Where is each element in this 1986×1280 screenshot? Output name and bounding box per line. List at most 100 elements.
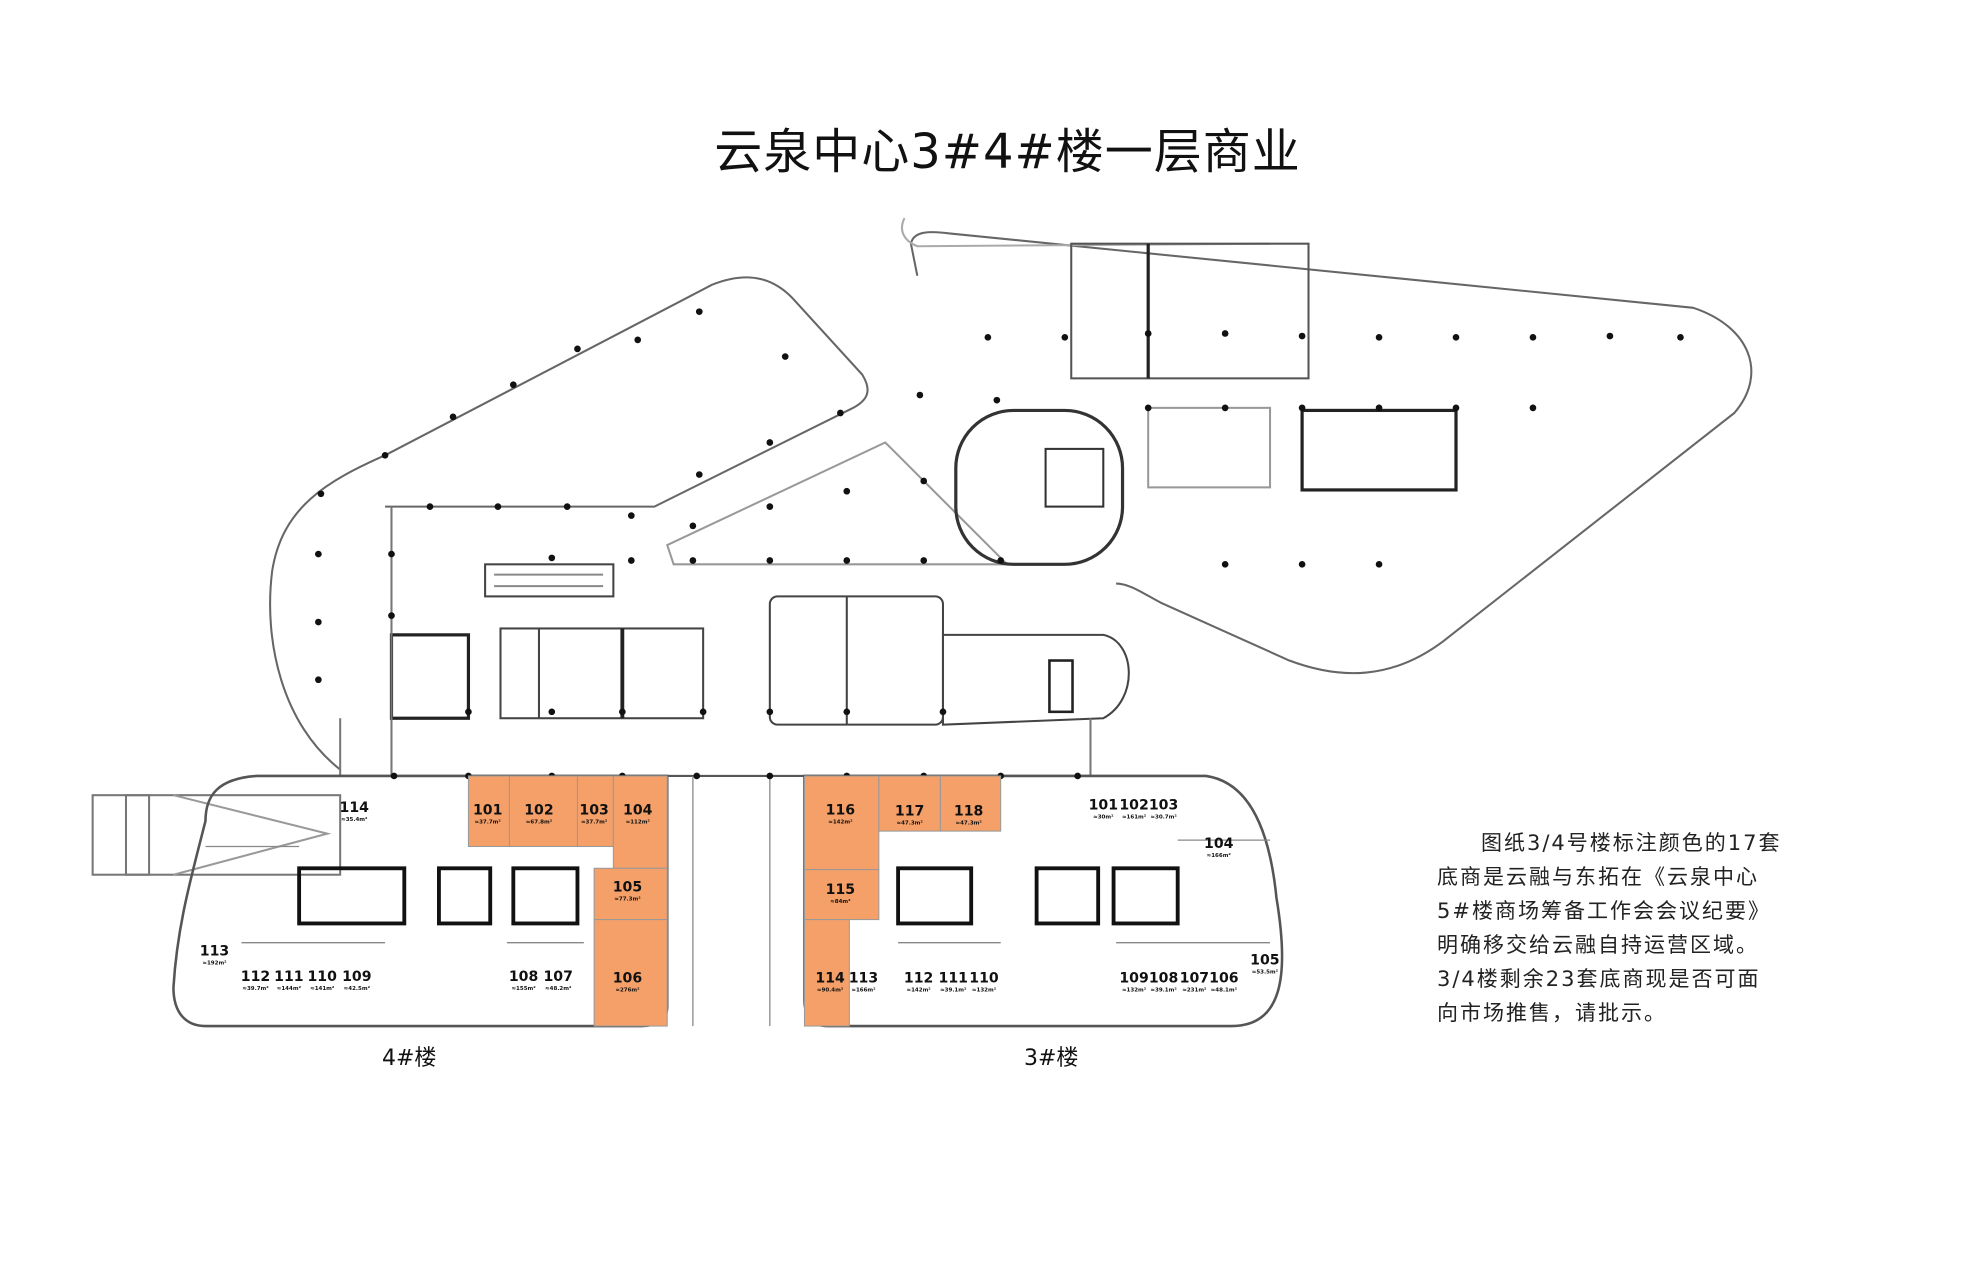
highlighted-unit-fill [878,775,941,832]
unit-3-117: 117≈47.3m² [878,775,941,832]
column-marker [781,353,789,360]
column-marker [1375,404,1383,412]
column-marker [317,490,325,498]
bridge [91,794,342,876]
unit-number: 107 [543,969,572,985]
unit-area: ≈53.5m² [1252,968,1279,975]
unit-area: ≈48.1m² [1211,986,1238,993]
unit-number: 103 [1149,797,1178,813]
unit-3-104: 104≈166m² [1204,836,1234,859]
unit-area: ≈142m² [828,818,853,825]
column-marker [449,413,457,421]
unit-area: ≈132m² [1122,986,1147,993]
unit-number: 103 [579,802,608,818]
column-marker [315,550,322,558]
column-marker [1298,404,1306,412]
right-wing-outline [909,231,1753,675]
highlighted-unit-fill [803,919,850,1027]
unit-area: ≈48.2m² [545,985,572,992]
unit-3-109: 109≈132m² [1119,970,1148,993]
column-marker [766,772,774,780]
column-marker [315,676,322,684]
unit-3-108: 108≈39.1m² [1149,970,1178,993]
unit-area: ≈112m² [626,818,651,825]
unit-3-101: 101≈30m² [1089,797,1118,820]
highlighted-unit-fill [803,869,880,921]
unit-area: ≈192m² [202,959,227,966]
unit-3-107: 107≈231m² [1180,970,1209,993]
unit-number: 102 [524,802,553,818]
unit-number: 109 [342,969,371,985]
unit-3-103: 103≈30.7m² [1149,797,1178,820]
column-marker [627,512,635,519]
unit-number: 112 [904,970,933,986]
unit-4-107: 107≈48.2m² [543,969,572,992]
unit-3-111: 111≈39.1m² [939,970,968,993]
column-marker [634,336,642,344]
unit-3-115: 115≈84m² [803,869,880,921]
unit-number: 116 [826,802,856,818]
unit-number: 108 [509,969,538,985]
unit-area: ≈39.1m² [1150,986,1177,993]
column-marker [766,708,774,716]
unit-3-114: 114≈90.4m² [803,919,850,1027]
column-marker [315,618,322,626]
building-4-outline [172,774,669,1028]
unit-area: ≈30m² [1093,813,1114,820]
column-marker [619,708,626,716]
approval-note: 图纸3/4号楼标注颜色的17套 底商是云融与东拓在《云泉中心 5#楼商场筹备工作… [1437,826,1782,1030]
column-marker [1375,560,1383,568]
unit-4-110: 110≈141m² [308,969,338,992]
unit-4-113: 113≈192m² [200,944,229,967]
unit-area: ≈67.8m² [526,818,553,825]
column-marker [699,708,707,716]
unit-4-103: 103≈37.7m² [576,775,614,848]
unit-4-112: 112≈39.7m² [241,969,270,992]
column-marker [916,391,924,399]
unit-area: ≈77.3m² [614,895,641,902]
unit-number: 107 [1180,970,1209,986]
column-marker [574,345,581,353]
unit-area: ≈37.7m² [475,818,502,825]
column-marker [1074,772,1081,780]
column-marker [920,477,928,485]
unit-4-101: 101≈37.7m² [467,775,510,848]
unit-area: ≈142m² [906,986,931,993]
highlighted-unit-fill [612,775,668,869]
column-marker [548,708,556,716]
column-marker [1452,333,1460,341]
note-line: 图纸3/4号楼标注颜色的17套 [1481,831,1782,855]
building-4-label: 4#楼 [382,1046,437,1071]
column-marker [997,557,1005,564]
column-marker [689,557,697,564]
unit-number: 109 [1119,970,1148,986]
column-marker [837,409,844,417]
column-marker [689,522,697,530]
note-line: 底商是云融与东拓在《云泉中心 [1437,865,1759,889]
unit-3-106: 106≈48.1m² [1209,970,1239,993]
atrium-void [954,408,1125,566]
unit-number: 114 [815,970,845,986]
column-marker [390,772,398,780]
unit-number: 105 [613,879,642,895]
unit-3-113: 113≈166m² [849,970,878,993]
column-marker [695,308,703,315]
column-marker [509,381,517,389]
column-marker [693,772,701,780]
unit-number: 106 [613,970,643,986]
unit-3-116: 116≈142m² [803,775,880,871]
unit-3-105: 105≈53.5m² [1250,952,1279,975]
unit-3-118: 118≈47.3m² [939,775,1002,832]
column-marker [627,557,635,564]
column-marker [993,396,1001,404]
unit-3-102: 102≈161m² [1119,797,1148,820]
column-marker [984,333,992,341]
highlighted-unit-fill [508,775,578,848]
unit-area: ≈47.3m² [955,820,982,827]
column-marker [1221,404,1229,412]
note-line: 5#楼商场筹备工作会会议纪要》 [1437,899,1771,923]
unit-area: ≈35.4m² [341,816,368,823]
column-marker [426,503,434,510]
unit-4-102: 102≈67.8m² [508,775,578,848]
unit-number: 115 [826,882,855,898]
